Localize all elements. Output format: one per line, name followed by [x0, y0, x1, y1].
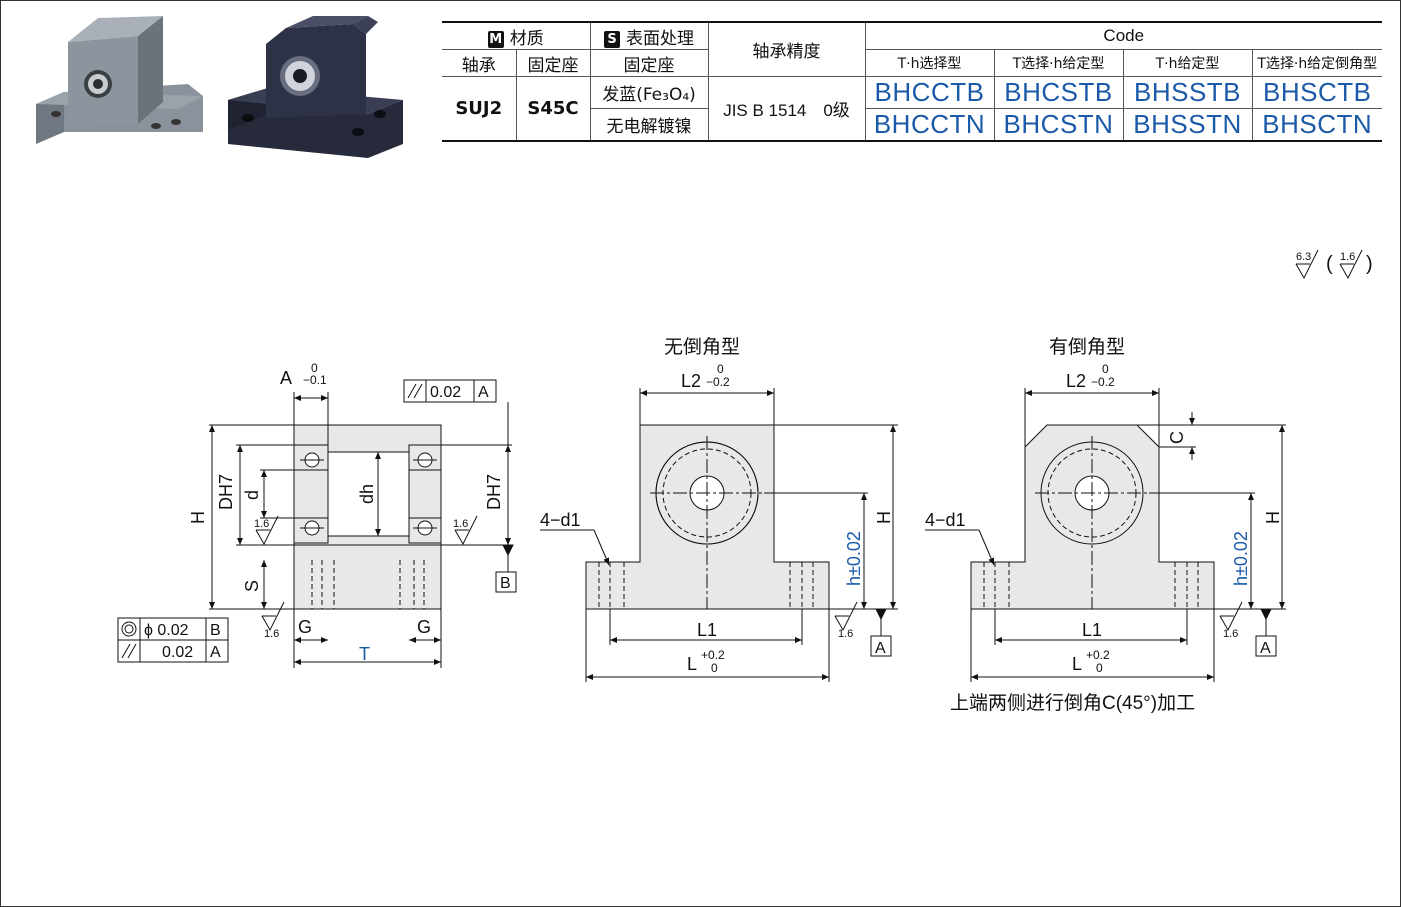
- dim-L: L: [687, 654, 697, 674]
- dim-H: H: [874, 511, 894, 524]
- dim-DH7-right: DH7: [484, 474, 504, 510]
- dim-L-tol-upper: +0.2: [701, 648, 725, 662]
- datum-A-label: A: [1260, 640, 1271, 657]
- dim-L1: L1: [1082, 620, 1102, 640]
- dim-L-tol-lower: 0: [711, 661, 718, 675]
- surface-option-1: 发蓝(Fe₃O₄): [589, 76, 709, 109]
- material-header: M 材质: [442, 21, 591, 50]
- col-mount-surface: 固定座: [589, 49, 709, 77]
- col-mount: 固定座: [515, 49, 591, 77]
- ra-label: 1.6: [453, 518, 468, 530]
- precision-header: 轴承精度: [707, 21, 866, 77]
- dim-L: L: [1072, 654, 1082, 674]
- ra-label: 1.6: [254, 518, 269, 530]
- code-cell[interactable]: BHSSTN: [1122, 108, 1253, 142]
- dim-L-tol-lower: 0: [1096, 661, 1103, 675]
- dim-A-tol-lower: −0.1: [303, 373, 327, 387]
- dim-h: h±0.02: [844, 531, 864, 586]
- dim-A-tol-upper: 0: [311, 361, 318, 375]
- side-view: [117, 379, 517, 668]
- dim-L-tol-upper: +0.2: [1086, 648, 1110, 662]
- code-cell[interactable]: BHSCTB: [1251, 76, 1382, 109]
- precision-value: JIS B 1514 0级: [707, 76, 866, 142]
- dim-h: h±0.02: [1231, 531, 1251, 586]
- dim-S: S: [242, 580, 262, 592]
- surface-header: S 表面处理: [589, 21, 709, 50]
- code-header: Code: [864, 21, 1382, 50]
- front-view-chamfer: [925, 388, 1286, 682]
- front-view-no-chamfer: [540, 388, 898, 682]
- dim-C: C: [1167, 431, 1187, 444]
- product-photo-gray: [36, 16, 203, 144]
- title-chamfer: 有倒角型: [1049, 336, 1125, 358]
- gdt-concentric-value: ϕ 0.02: [144, 622, 189, 639]
- type-header-1: T选择·h给定型: [993, 49, 1124, 77]
- dim-L2-tol-lower: −0.2: [1091, 375, 1115, 389]
- dim-L2: L2: [681, 371, 701, 391]
- ra-label: 1.6: [264, 628, 279, 640]
- col-shaft: 轴承: [442, 49, 517, 77]
- front-view-chamfer-labels: 有倒角型 L2 0 −0.2 C L1 L +0.2 0 H h±0.02 4−…: [925, 336, 1283, 714]
- dim-d: d: [242, 490, 262, 500]
- title-no-chamfer: 无倒角型: [664, 336, 740, 358]
- datum-A-label: A: [875, 640, 886, 657]
- dim-d1: 4−d1: [540, 510, 581, 530]
- dim-A: A: [280, 368, 292, 388]
- code-cell[interactable]: BHSCTN: [1251, 108, 1382, 142]
- dim-G-right: G: [417, 617, 431, 637]
- surface-tag: S: [604, 30, 620, 48]
- datum-B-label: B: [500, 575, 511, 592]
- code-cell[interactable]: BHSSTB: [1122, 76, 1253, 109]
- surface-option-2: 无电解镀镍: [590, 108, 709, 142]
- dim-DH7-left: DH7: [216, 474, 236, 510]
- gdt-datum-A: A: [478, 384, 489, 401]
- material-tag: M: [487, 30, 504, 48]
- dim-L2-tol-upper: 0: [1102, 362, 1109, 376]
- gdt-parallel-bottom-datum: A: [210, 644, 221, 661]
- shaft-material: SUJ2: [442, 76, 517, 142]
- gdt-parallel-top-value: 0.02: [430, 384, 461, 401]
- dim-L2: L2: [1066, 371, 1086, 391]
- dim-L1: L1: [697, 620, 717, 640]
- code-cell[interactable]: BHCCTB: [864, 76, 995, 109]
- mount-material: S45C: [515, 76, 591, 142]
- chamfer-note: 上端两侧进行倒角C(45°)加工: [950, 692, 1195, 714]
- gdt-concentric-datum: B: [210, 622, 221, 639]
- dim-H: H: [188, 511, 208, 524]
- dim-L2-tol-upper: 0: [717, 362, 724, 376]
- ra-label: 1.6: [1223, 628, 1238, 640]
- dim-d1: 4−d1: [925, 510, 966, 530]
- surface-label: 表面处理: [626, 28, 694, 49]
- front-view-no-chamfer-labels: 无倒角型 L2 0 −0.2 L1 L +0.2 0 H h±0.02 4−d1…: [540, 336, 894, 675]
- side-view-labels: A 0 −0.1 H DH7 d dh DH7 S G G T 1.6 1.6 …: [144, 361, 511, 664]
- dim-dh: dh: [357, 484, 377, 504]
- dim-G-left: G: [298, 617, 312, 637]
- ra-label: 1.6: [838, 628, 853, 640]
- type-header-2: T·h给定型: [1122, 49, 1253, 77]
- dim-H: H: [1263, 511, 1283, 524]
- product-photo-black: [228, 16, 403, 158]
- dim-T: T: [359, 644, 370, 664]
- gdt-parallel-bottom-value: 0.02: [162, 644, 193, 661]
- code-cell[interactable]: BHCCTN: [864, 108, 995, 142]
- dim-L2-tol-lower: −0.2: [706, 375, 730, 389]
- material-label: 材质: [509, 28, 544, 49]
